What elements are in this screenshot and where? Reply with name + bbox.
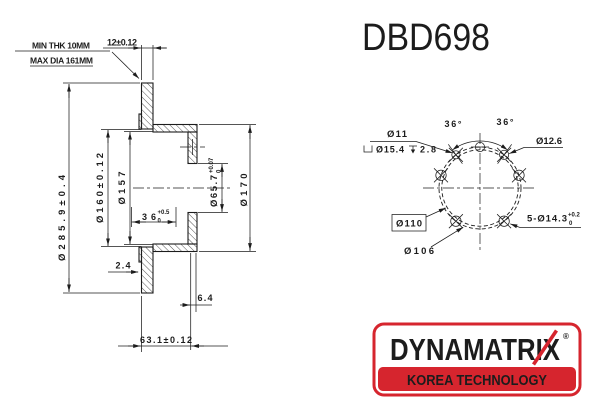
bolt-hole-left-72 bbox=[435, 169, 447, 181]
bolt-holes-tol-upper: +0.2 bbox=[568, 213, 581, 219]
dim-hole-angles: 36° 36° bbox=[445, 117, 514, 151]
ring-step-top bbox=[138, 113, 143, 130]
centre-bore-label: Ø65.7 bbox=[209, 175, 220, 207]
pcd-label: Ø110 bbox=[396, 219, 422, 230]
step-label: 2.4 bbox=[116, 261, 131, 271]
bolt-hole-right-72 bbox=[513, 169, 525, 181]
dynamatrix-logo: DYNAMATRIX ® KOREA TECHNOLOGY bbox=[372, 322, 582, 397]
hat-diameter-label: Ø170 bbox=[239, 174, 250, 207]
section-view-drawing: MIN THK 10MM MAX DIA 161MM 12±0.12 Ø285.… bbox=[15, 38, 256, 352]
dim-overall-height: 63.1±0.12 bbox=[118, 296, 228, 352]
dim-drum-inner-diameter: Ø160±0.12 bbox=[95, 129, 142, 247]
callout-bolt-holes: 5-Ø14.3 +0.2 0 bbox=[510, 213, 581, 229]
logo-brand-text: DYNAMATRIX bbox=[390, 332, 560, 367]
depth-icon bbox=[409, 145, 417, 154]
drum-depth-label: 36 bbox=[142, 212, 156, 222]
friction-ring-top bbox=[140, 82, 154, 130]
hole-left-36-small bbox=[451, 150, 461, 160]
callout-small-hole: Ø11 Ø15.4 2.8 bbox=[363, 129, 453, 155]
wall-label: 6.4 bbox=[198, 293, 213, 303]
bolt-holes-tol-lower: 0 bbox=[569, 221, 573, 227]
front-view-drawing: 36° 36° Ø11 Ø15.4 2.8 Ø12.6 Ø110 bbox=[363, 117, 581, 257]
mid-hole-label: Ø12.6 bbox=[536, 136, 562, 147]
counterbore-diameter-label: Ø15.4 bbox=[376, 145, 404, 155]
hat-flange-bottom bbox=[152, 243, 198, 253]
dim-disc-thickness: 12±0.12 bbox=[103, 38, 167, 80]
counterbore-icon bbox=[363, 145, 373, 153]
callout-mid-hole: Ø12.6 bbox=[509, 136, 563, 154]
logo-x-slash bbox=[532, 329, 558, 366]
disc-thickness-label: 12±0.12 bbox=[107, 38, 137, 48]
thickness-note: MIN THK 10MM MAX DIA 161MM bbox=[15, 41, 140, 79]
bolt-hole-right-144 bbox=[498, 215, 510, 227]
ring-step-bottom bbox=[138, 246, 143, 263]
angle-right-label: 36° bbox=[497, 117, 514, 127]
bolt-holes-label: 5-Ø14.3 bbox=[527, 214, 567, 225]
pitch-circle-110 bbox=[438, 146, 522, 230]
drum-inner-diameter-label: Ø160±0.12 bbox=[95, 153, 106, 223]
overall-height-label: 63.1±0.12 bbox=[140, 335, 192, 345]
counterbore-depth-label: 2.8 bbox=[420, 145, 436, 155]
hat-flange-top bbox=[152, 123, 198, 133]
centre-bore-tol-lower: 0 bbox=[217, 169, 223, 173]
dim-centre-bore: Ø65.7 +0.07 0 bbox=[198, 157, 228, 213]
drum-depth-tol-upper: +0.5 bbox=[158, 210, 171, 216]
dim-drum-depth: 36 +0.5 0 bbox=[131, 207, 177, 227]
note-leader-line bbox=[111, 51, 140, 79]
hole-right-36-mid bbox=[499, 149, 510, 160]
secondary-circle-label: Ø106 bbox=[404, 246, 434, 257]
dim-wall: 6.4 bbox=[180, 253, 213, 350]
callout-pcd: Ø110 bbox=[391, 207, 446, 232]
logo-tagline-bar bbox=[378, 367, 576, 391]
hole-pattern bbox=[433, 142, 527, 229]
pcd-box bbox=[391, 214, 427, 232]
dim-step: 2.4 bbox=[108, 261, 139, 274]
logo-tagline-text: KOREA TECHNOLOGY bbox=[407, 373, 547, 389]
bolt-hole-left-144 bbox=[450, 215, 462, 227]
max-diameter-note: MAX DIA 161MM bbox=[30, 56, 93, 66]
registered-trademark: ® bbox=[563, 332, 569, 341]
friction-ring-bottom bbox=[140, 246, 154, 294]
drum-diameter-2-label: Ø157 bbox=[117, 172, 128, 205]
angle-left-label: 36° bbox=[445, 119, 462, 129]
outer-diameter-label: Ø285.9±0.4 bbox=[57, 174, 68, 261]
callout-secondary-circle: Ø106 bbox=[404, 226, 464, 257]
min-thickness-note: MIN THK 10MM bbox=[32, 41, 90, 51]
hub-wall-bottom bbox=[187, 211, 198, 245]
centre-bore-tol-upper: +0.07 bbox=[209, 157, 215, 173]
part-number-title: DBD698 bbox=[362, 17, 490, 59]
drum-depth-tol-lower: 0 bbox=[158, 219, 162, 225]
small-hole-label: Ø11 bbox=[387, 129, 408, 140]
